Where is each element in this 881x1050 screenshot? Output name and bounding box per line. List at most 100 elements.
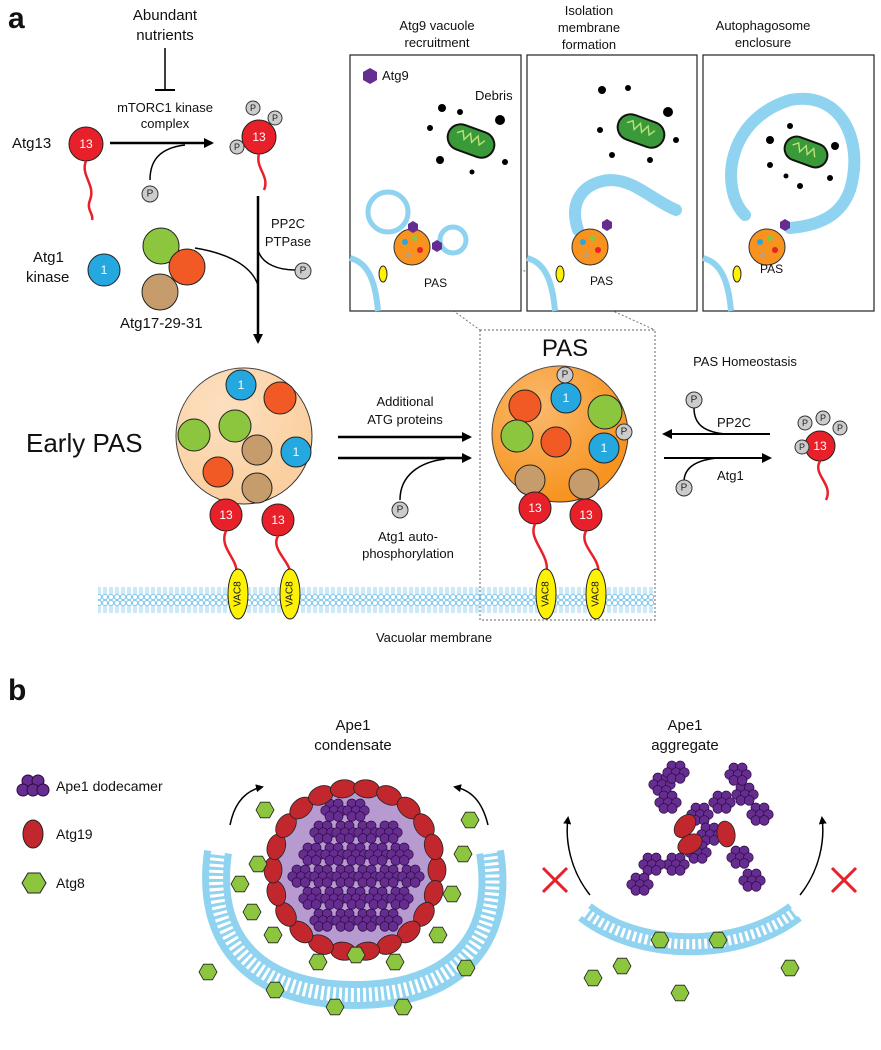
phosphate-curve [149,144,186,181]
atg8-protein [346,946,366,964]
box3-title-line2: enclosure [735,35,791,50]
atg1-protein [588,432,620,464]
closure-arrow [229,784,264,826]
phosphate-icon [267,110,283,126]
atg1-phos-curve [683,457,719,483]
ape1-dodecamer-subunit [377,855,388,866]
vac8-label: VAC8 [285,581,296,607]
pas-mini-dot [580,239,586,245]
block-x-icon [830,866,858,894]
vac8-mini [732,265,742,283]
autophos-curve [399,458,446,501]
pas-homeostasis-label: PAS Homeostasis [693,354,797,369]
legend-atg19: Atg19 [56,826,93,842]
pas-mini-dot [417,247,423,253]
atg8-protein [248,855,268,873]
block-x-icon [541,866,569,894]
atg9-legend: Atg9 [382,68,409,83]
abundant-nutrients-line2: nutrients [136,27,194,44]
debris-particle [457,109,463,115]
atg19-protein [427,856,447,884]
vacuolar-membrane-label: Vacuolar membrane [376,630,492,645]
phosphate-icon [794,439,810,455]
condensate-title-line2: condensate [314,737,392,754]
phosphate-p: P [820,413,826,423]
atg8-group [198,801,480,1016]
pas-title: PAS [542,335,588,362]
vac8-anchor: VAC8 [227,568,249,620]
vac8-label: VAC8 [233,581,244,607]
flat-membrane-inner [581,908,799,950]
phosphate-icon [141,185,159,203]
phosphate-p: P [681,483,688,494]
ape1-dodecamer-subunit [344,921,355,932]
ape1-dodecamer-subunit [377,899,388,910]
atg31-protein [514,464,546,496]
debris-particle [598,86,606,94]
pas-mini-dot [590,235,596,241]
debris-particle [783,173,789,179]
pas-mini-dot [402,239,408,245]
blocked-arrow [563,816,591,896]
ape1-dodecamer-subunit [388,833,399,844]
pas-mini-dot [767,235,773,241]
atg13-number: 13 [79,137,93,151]
ape1-dodecamer-subunit [744,795,755,806]
ape1-dodecamer-subunit [355,899,366,910]
blocked-arrow [799,816,827,896]
atg29-protein [540,426,572,458]
ape1-dodecamer-subunit [355,855,366,866]
phosphate-p: P [397,505,404,516]
mitochondrion-icon [616,113,666,149]
mitochondrion-icon [446,123,496,159]
atg8-protein [325,998,345,1016]
phosphate-p: P [799,442,805,452]
phosphate-icon [391,501,409,519]
atg1-number: 1 [101,263,108,277]
atg1-number: 1 [563,391,570,405]
ape1-dodecamer-subunit [333,811,344,822]
ape1-dodecamer-subunit [388,877,399,888]
ape1-dodecamer-subunit [333,899,344,910]
pas-mini-dot [760,252,766,258]
pas-mini-dot [412,235,418,241]
panel-a-letter: a [8,2,25,35]
phosphate-p: P [300,266,307,277]
pp2c-release-curve [257,249,296,271]
ape1-dodecamer-subunit [322,877,333,888]
atg13-tail [223,530,238,576]
atg19-protein [263,856,283,884]
debris-particle [831,142,839,150]
ape1-dodecamer-subunit [388,921,399,932]
vacuole-edge [702,255,734,312]
pas-mini-dot [405,252,411,258]
ape1-dodecamer-subunit [399,899,410,910]
phosphate-p: P [621,427,628,438]
atg9-icon [432,240,442,252]
vacuolar-membrane [98,586,654,616]
atg8-protein [583,969,603,987]
atg13-phospho-tail [257,153,267,191]
atg1-number: 1 [238,378,245,392]
aggregate-title-line1: Ape1 [667,717,702,734]
vacuole-edge [526,255,558,312]
early-pas-label: Early PAS [26,428,143,458]
vac8-anchor: VAC8 [585,568,607,620]
debris-label: Debris [475,88,513,103]
additional-atg-line1: Additional [376,394,433,409]
atg1-number: 1 [601,441,608,455]
box2-title-line3: formation [562,37,616,52]
atg9-icon [780,219,790,231]
atg19-protein [673,814,697,838]
ape1-dodecamer-subunit [344,877,355,888]
atg13-number: 13 [528,501,542,515]
pas-mini-dot [757,239,763,245]
additional-atg-line2: ATG proteins [367,412,443,427]
ape1-dodecamer-subunit [399,855,410,866]
vac8-label: VAC8 [591,581,602,607]
atg8-protein [263,926,283,944]
atg31-protein [241,472,273,504]
atg1-protein [280,436,312,468]
atg17-protein [142,227,180,265]
atg8-protein [442,885,462,903]
